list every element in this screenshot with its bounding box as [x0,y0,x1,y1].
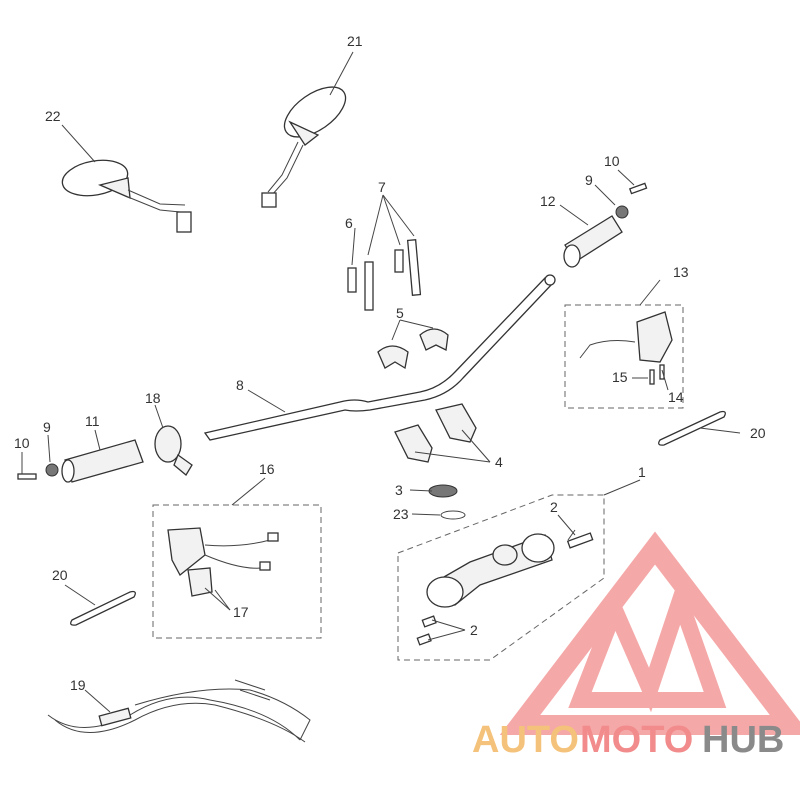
callout-9-left: 9 [43,419,51,435]
throttle-housing [154,425,193,476]
yoke-bolt-lower-a [421,615,437,628]
rubber-bush [428,484,458,498]
callout-18: 18 [145,390,161,406]
callout-2-lower: 2 [470,622,478,638]
callout-13: 13 [673,264,689,280]
callout-10-right: 10 [604,153,620,169]
callout-19: 19 [70,677,86,693]
callout-3: 3 [395,482,403,498]
bracket-right [658,410,726,446]
group-box-16 [152,504,322,639]
callout-21: 21 [347,33,363,49]
top-yoke [426,533,555,608]
group-box-13 [564,304,684,409]
callout-9-right: 9 [585,172,593,188]
yoke-bolt-upper [566,532,594,549]
callout-14: 14 [668,389,684,405]
callout-7: 7 [378,179,386,195]
bolts-upper-clamp [347,239,422,311]
callout-22: 22 [45,108,61,124]
callout-12: 12 [540,193,556,209]
watermark-moto: MOTO [580,719,693,761]
grip-left [17,439,144,483]
callout-8: 8 [236,377,244,393]
callout-15: 15 [612,369,628,385]
callout-1: 1 [638,464,646,480]
lower-risers [394,403,477,463]
washer-23 [440,510,466,520]
watermark-auto: AUTO [472,719,579,761]
mirror-right [261,86,347,208]
callout-16: 16 [259,461,275,477]
watermark-hub: HUB [702,719,784,761]
callout-2-upper: 2 [550,499,558,515]
mirror-left [61,159,192,233]
callout-4: 4 [495,454,503,470]
callout-20-right: 20 [750,425,766,441]
grip-right [563,182,648,268]
callout-5: 5 [396,305,404,321]
watermark-logo [499,531,800,735]
bracket-left [70,590,136,626]
group-box-1 [397,494,605,661]
right-switch [579,311,673,385]
leader-lines [21,51,741,713]
callout-23: 23 [393,506,409,522]
yoke-bolt-lower-b [416,633,432,646]
callout-10-left: 10 [14,435,30,451]
callout-11: 11 [85,413,100,429]
callout-labels: 1 2 2 3 4 5 6 7 8 9 9 10 10 11 12 13 14 … [14,33,766,693]
throttle-cables [47,679,311,743]
watermark-text: AUTO MOTO HUB [472,719,784,761]
left-switch [167,527,279,597]
callout-6: 6 [345,215,353,231]
upper-clamps [377,328,449,370]
callout-17: 17 [233,604,249,620]
callout-20-left: 20 [52,567,68,583]
handlebar [203,274,556,441]
